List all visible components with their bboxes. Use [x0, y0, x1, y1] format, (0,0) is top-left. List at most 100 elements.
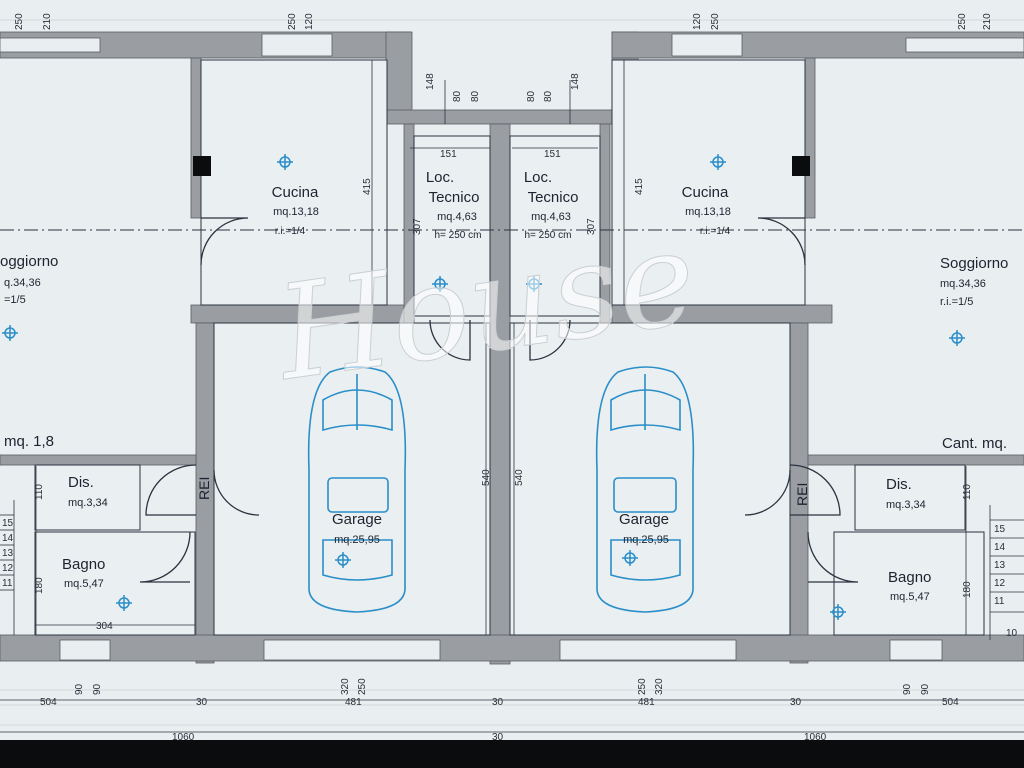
dim-bottom: 320	[654, 678, 665, 695]
dim-mid: 307	[586, 218, 597, 235]
dim-mid: 540	[514, 469, 525, 486]
stair-num: 11	[994, 596, 1005, 607]
grid-lines	[0, 19, 1024, 726]
stair-num: 13	[994, 560, 1006, 571]
dim-bottom: 30	[492, 732, 504, 743]
kitchen-right-area: mq.13,18	[685, 206, 731, 218]
light-points	[2, 154, 965, 620]
dim-top: 250	[14, 13, 25, 30]
dis-right-name: Dis.	[886, 476, 912, 493]
dim-mid: 415	[634, 178, 645, 195]
dim-mid: 110	[34, 484, 45, 500]
bath-right-name: Bagno	[888, 569, 931, 586]
window-openings	[0, 33, 1024, 661]
dim-bottom: 90	[920, 683, 931, 695]
dim-mid: 415	[362, 178, 373, 195]
dimension-lines	[0, 60, 1024, 733]
column-icon	[792, 156, 810, 176]
living-left-ri: =1/5	[4, 294, 26, 306]
dim-top: 148	[425, 73, 436, 90]
stair-num: 10	[1006, 628, 1018, 639]
light-point-icon	[622, 550, 638, 566]
dim-bottom: 1060	[172, 732, 195, 743]
loc-left-line1: Loc.	[426, 169, 454, 186]
dim-top: 148	[570, 73, 581, 90]
garage-left-area: mq.25,95	[334, 534, 380, 546]
stair-num: 12	[994, 578, 1006, 589]
stair-num: 15	[2, 518, 14, 529]
stair-num: 15	[994, 524, 1006, 535]
garage-left-name: Garage	[332, 511, 382, 528]
dim-top: 80	[452, 90, 463, 102]
stair-left	[0, 500, 15, 635]
dim-mid: 151	[440, 149, 457, 160]
rei-left-label: REI	[196, 477, 212, 500]
dim-mid: 151	[544, 149, 561, 160]
light-point-icon	[116, 595, 132, 611]
dim-bottom: 30	[790, 697, 802, 708]
stair-num: 11	[2, 578, 13, 589]
dim-mid: 307	[412, 218, 423, 235]
dim-bottom: 90	[92, 683, 103, 695]
dim-bottom: 250	[357, 678, 368, 695]
dim-bottom: 30	[492, 697, 504, 708]
dim-top: 80	[526, 90, 537, 102]
light-point-icon	[432, 276, 448, 292]
screen-bezel	[0, 740, 1024, 768]
dim-bottom: 1060	[804, 732, 827, 743]
loc-left-area: mq.4,63	[437, 211, 477, 223]
dim-mid: 180	[962, 581, 973, 598]
dim-bottom: 90	[902, 683, 913, 695]
dis-right-area: mq.3,34	[886, 499, 926, 511]
dim-bottom: 30	[196, 697, 208, 708]
light-point-icon	[2, 325, 18, 341]
stair-num: 13	[2, 548, 14, 559]
light-point-icon	[710, 154, 726, 170]
loc-left-height: h= 250 cm	[435, 230, 482, 241]
kitchen-left-ri: r.i.=1/4	[275, 226, 306, 237]
dim-mid: 110	[962, 484, 973, 500]
living-left-area: q.34,36	[4, 277, 41, 289]
loc-left-line2: Tecnico	[429, 189, 480, 206]
dim-mid: 304	[96, 621, 113, 632]
dim-mid: 540	[481, 469, 492, 486]
kitchen-right-ri: r.i.=1/4	[700, 226, 731, 237]
kitchen-left-area: mq.13,18	[273, 206, 319, 218]
car-icon	[307, 366, 407, 613]
dim-bottom: 504	[40, 697, 57, 708]
light-point-icon	[949, 330, 965, 346]
light-point-icon	[335, 552, 351, 568]
dim-top: 120	[692, 13, 703, 30]
living-left-name: oggiorno	[0, 253, 58, 270]
living-right-name: Soggiorno	[940, 255, 1008, 272]
dim-top: 250	[710, 13, 721, 30]
loc-right-height: h= 250 cm	[525, 230, 572, 241]
dim-bottom: 481	[638, 697, 655, 708]
light-point-icon	[830, 604, 846, 620]
garage-right-name: Garage	[619, 511, 669, 528]
living-right-ri: r.i.=1/5	[940, 296, 973, 308]
rei-right-label: REI	[794, 483, 810, 506]
dis-left-name: Dis.	[68, 474, 94, 491]
bath-right-area: mq.5,47	[890, 591, 930, 603]
dim-top: 210	[982, 13, 993, 30]
door-swings	[139, 217, 859, 583]
dim-top: 250	[287, 13, 298, 30]
room-labels: Cucina mq.13,18 r.i.=1/4 Cucina mq.13,18…	[0, 169, 1008, 603]
cantina-left: mq. 1,8	[4, 433, 54, 450]
bath-left-name: Bagno	[62, 556, 105, 573]
dim-top: 210	[42, 13, 53, 30]
dim-top: 120	[304, 13, 315, 30]
kitchen-left-name: Cucina	[272, 184, 319, 201]
room-interiors	[34, 59, 985, 636]
dim-bottom: 320	[340, 678, 351, 695]
bath-left-area: mq.5,47	[64, 578, 104, 590]
stair-num: 14	[2, 533, 14, 544]
dim-mid: 180	[34, 577, 45, 594]
dimension-texts: 250 210 250 120 148 80 80 80 80 148 120 …	[2, 13, 1018, 743]
loc-right-area: mq.4,63	[531, 211, 571, 223]
dim-bottom: 250	[637, 678, 648, 695]
light-point-icon	[526, 276, 542, 292]
dis-left-area: mq.3,34	[68, 497, 108, 509]
